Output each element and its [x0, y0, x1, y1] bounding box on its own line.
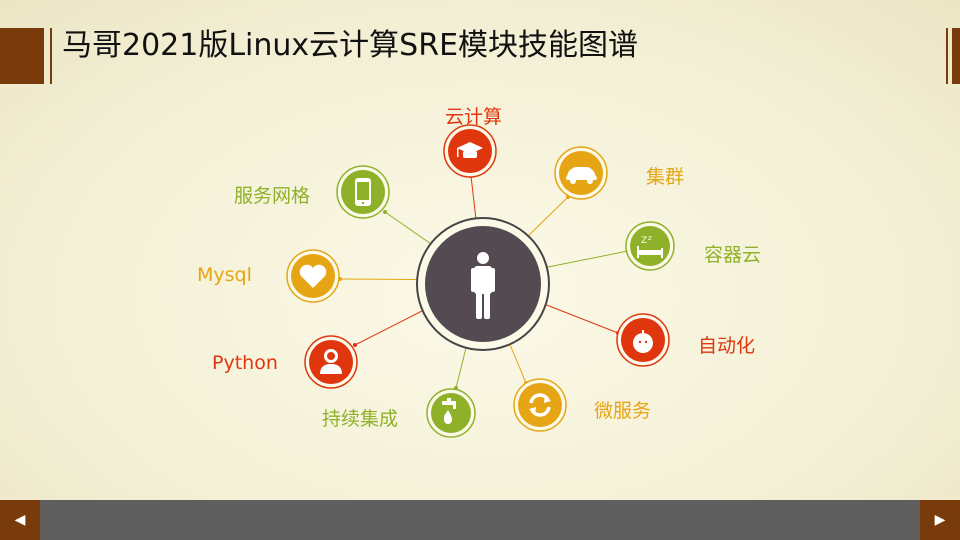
svg-text:z: z — [648, 234, 652, 242]
node-cluster[interactable] — [554, 146, 608, 200]
center-hub — [416, 217, 550, 351]
svg-text:Z: Z — [641, 236, 647, 246]
title-accent-bar-right — [952, 28, 960, 84]
title-accent-line-right — [946, 28, 948, 84]
node-cloud-computing[interactable] — [443, 124, 497, 178]
node-container-cloud[interactable]: Z z — [625, 221, 675, 271]
node-label-container-cloud: 容器云 — [704, 244, 762, 266]
title-accent-line — [50, 28, 52, 84]
node-label-automation: 自动化 — [698, 335, 756, 357]
person-icon — [320, 349, 342, 374]
skill-diagram: Z z — [286, 124, 675, 438]
refresh-icon — [529, 393, 551, 417]
graduation-cap-icon — [457, 142, 483, 158]
node-label-continuous-integration: 持续集成 — [322, 408, 399, 430]
triangle-right-icon: ▶ — [934, 512, 946, 528]
node-label-cloud-computing: 云计算 — [445, 106, 503, 128]
node-microservice[interactable] — [513, 378, 567, 432]
node-automation[interactable] — [616, 313, 670, 367]
node-label-mysql: Mysql — [197, 264, 252, 286]
phone-icon — [355, 178, 371, 206]
car-icon — [566, 167, 597, 184]
next-slide-button[interactable]: ▶ — [920, 500, 960, 540]
triangle-left-icon: ◀ — [14, 512, 26, 528]
bottom-navigation-bar — [0, 500, 960, 540]
title-accent-bar — [0, 28, 44, 84]
faucet-icon — [442, 398, 456, 424]
bed-icon: Z z — [637, 234, 663, 258]
node-label-cluster: 集群 — [646, 166, 685, 188]
node-label-python: Python — [212, 352, 278, 374]
node-continuous-integration[interactable] — [426, 388, 476, 438]
apple-icon — [633, 330, 653, 353]
node-label-microservice: 微服务 — [594, 400, 652, 422]
page-title: 马哥2021版Linux云计算SRE模块技能图谱 — [62, 28, 639, 63]
node-label-service-mesh: 服务网格 — [234, 185, 311, 207]
node-mysql[interactable] — [286, 249, 340, 303]
node-service-mesh[interactable] — [336, 165, 390, 219]
previous-slide-button[interactable]: ◀ — [0, 500, 40, 540]
person-icon — [471, 252, 495, 319]
heart-icon — [299, 264, 327, 288]
node-python[interactable] — [304, 335, 358, 389]
